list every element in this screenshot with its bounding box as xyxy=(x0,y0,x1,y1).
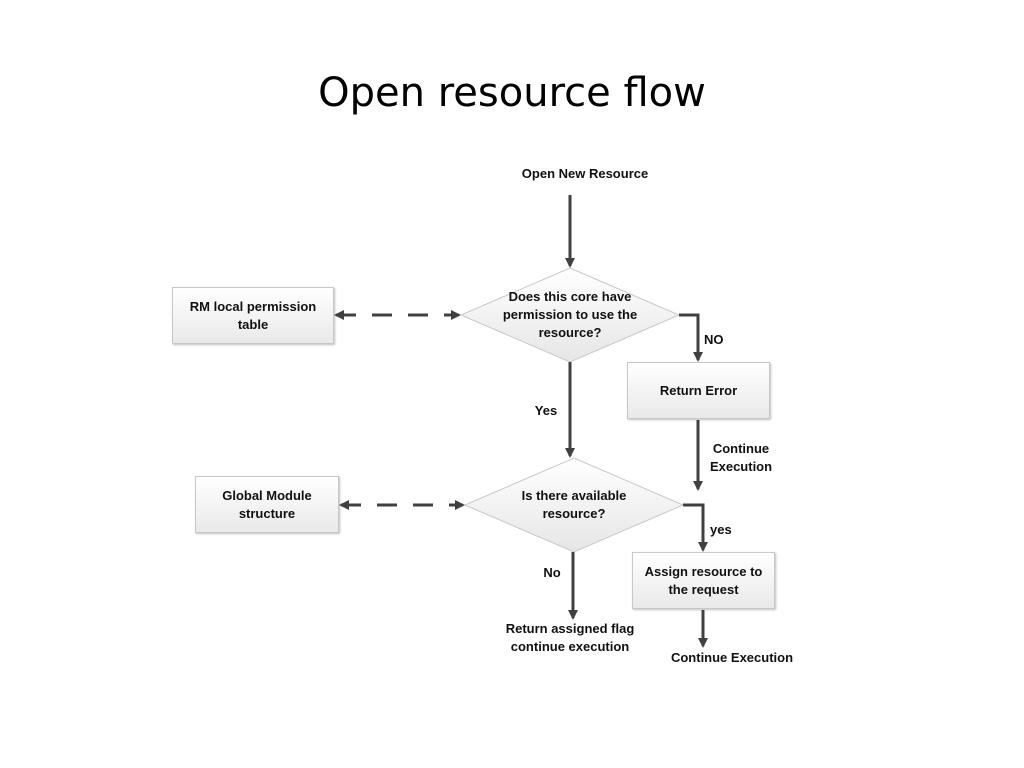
return-assigned-flag-label: Return assigned flag continue execution xyxy=(490,620,650,656)
return-flag-line2: continue execution xyxy=(510,639,630,654)
decision-available-text: Is there available resource? xyxy=(521,488,627,521)
edge-label-yes-left: Yes xyxy=(534,403,558,418)
edge-label-no-lower: No xyxy=(543,565,561,580)
return-error-box: Return Error xyxy=(627,362,770,419)
decision-permission-text: Does this core have permission to use th… xyxy=(502,289,638,340)
start-label: Open New Resource xyxy=(521,166,649,181)
rm-local-permission-table-box: RM local permission table xyxy=(172,287,334,344)
return-error-label: Return Error xyxy=(659,382,738,398)
continue-execution-error-label: Continue Execution xyxy=(700,440,782,476)
arrow-permission-no xyxy=(679,313,703,362)
return-flag-line1: Return assigned flag xyxy=(505,621,635,636)
page-title: Open resource flow xyxy=(318,70,706,116)
global-module-structure-box: Global Module structure xyxy=(195,476,339,533)
arrow-available-yes xyxy=(683,503,708,552)
continue-error-line1: Continue xyxy=(712,441,770,456)
continue-execution-assign-label: Continue Execution xyxy=(670,650,794,665)
rm-local-permission-table-label: RM local permission table xyxy=(189,298,317,332)
assign-resource-label: Assign resource to the request xyxy=(644,563,763,597)
global-module-structure-label: Global Module structure xyxy=(222,487,312,521)
edge-label-no-upper: NO xyxy=(704,332,724,347)
edge-label-yes-right: yes xyxy=(710,522,732,537)
assign-resource-box: Assign resource to the request xyxy=(632,552,775,609)
continue-error-line2: Execution xyxy=(709,459,773,474)
